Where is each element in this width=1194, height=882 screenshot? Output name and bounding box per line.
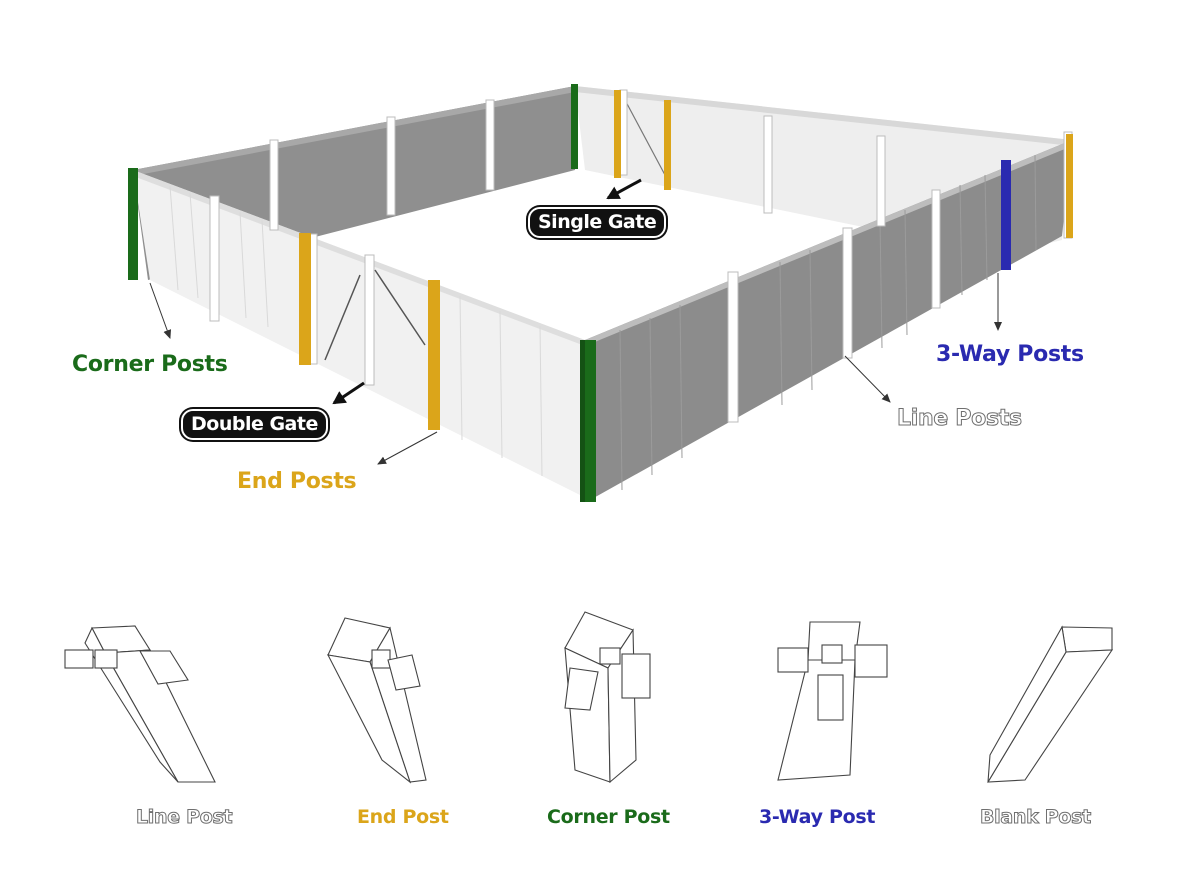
line-post-sketch xyxy=(64,625,216,783)
three-way-posts-label: 3-Way Posts xyxy=(936,342,1084,367)
front-left-wall xyxy=(133,170,590,500)
end-post-caption: End Post xyxy=(357,806,449,828)
double-gate xyxy=(324,269,426,361)
three-way-post-caption: 3-Way Post xyxy=(759,806,876,828)
blank-post-sketch xyxy=(986,625,1114,783)
line-posts-label: Line Posts xyxy=(897,406,1023,432)
corner-post-sketch xyxy=(564,611,651,784)
double-gate-label: Double Gate xyxy=(181,409,328,440)
three-way-post xyxy=(1001,160,1011,270)
corner-posts-label: Corner Posts xyxy=(72,352,228,377)
callout-arrows xyxy=(149,273,1002,465)
end-post-right xyxy=(1066,134,1073,238)
end-post-single-gate-right xyxy=(664,100,671,190)
single-gate-label: Single Gate xyxy=(528,207,667,238)
single-gate xyxy=(624,99,666,176)
line-post-caption: Line Post xyxy=(135,806,233,829)
end-post-gate-right xyxy=(428,280,440,430)
end-post-gate-left xyxy=(299,233,311,365)
corner-post-left xyxy=(128,168,138,280)
end-post-sketch xyxy=(327,617,427,784)
three-way-post-sketch xyxy=(777,621,888,781)
end-posts-label: End Posts xyxy=(237,469,357,494)
corner-post-front xyxy=(580,340,596,502)
blank-post-caption: Blank Post xyxy=(980,806,1092,829)
right-wall xyxy=(585,140,1072,500)
corner-post-back xyxy=(571,84,578,169)
end-post-single-gate-left xyxy=(614,90,621,178)
corner-post-caption: Corner Post xyxy=(547,806,670,828)
gate-arrows xyxy=(332,178,642,405)
